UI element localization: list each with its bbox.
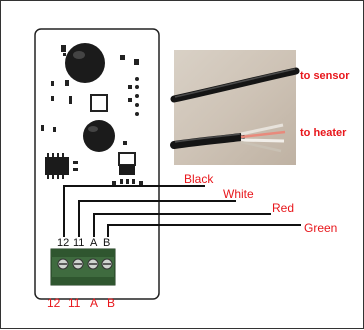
ic-chip bbox=[45, 153, 69, 179]
leader-lines bbox=[63, 185, 301, 237]
terminal-bottom-label-12: 12 bbox=[47, 296, 61, 310]
terminal-bottom-label-a: A bbox=[90, 296, 98, 310]
wire-label-black: Black bbox=[184, 172, 214, 186]
terminal-block bbox=[50, 248, 116, 286]
terminal-top-label-12: 12 bbox=[57, 237, 69, 249]
buzzer-component bbox=[65, 43, 105, 83]
pcb-board bbox=[34, 28, 160, 300]
wire-white-line bbox=[78, 200, 236, 237]
label-to-sensor: to sensor bbox=[300, 70, 350, 82]
label-to-heater: to heater bbox=[300, 127, 347, 139]
wire-label-white: White bbox=[223, 187, 254, 201]
wire-label-red: Red bbox=[272, 201, 294, 215]
smd-part bbox=[61, 45, 66, 52]
terminal-top-label-11: 11 bbox=[73, 237, 84, 249]
chip-square bbox=[90, 94, 108, 112]
terminal-screw bbox=[87, 258, 99, 270]
wire-red-line bbox=[93, 213, 271, 237]
wire-black-line bbox=[63, 185, 205, 237]
cable-photo bbox=[170, 50, 300, 165]
terminal-bottom-label-11: 11 bbox=[68, 296, 81, 310]
terminal-top-label-b: B bbox=[103, 237, 110, 249]
wire-green-line bbox=[107, 224, 301, 237]
terminal-screw bbox=[57, 258, 69, 270]
wire-label-green: Green bbox=[304, 221, 337, 235]
terminal-screw bbox=[72, 258, 84, 270]
terminal-top-label-a: A bbox=[90, 237, 98, 249]
voltage-regulator bbox=[112, 141, 143, 185]
terminal-bottom-label-b: B bbox=[107, 296, 115, 310]
terminal-screw bbox=[101, 258, 113, 270]
capacitor-component bbox=[83, 120, 115, 152]
